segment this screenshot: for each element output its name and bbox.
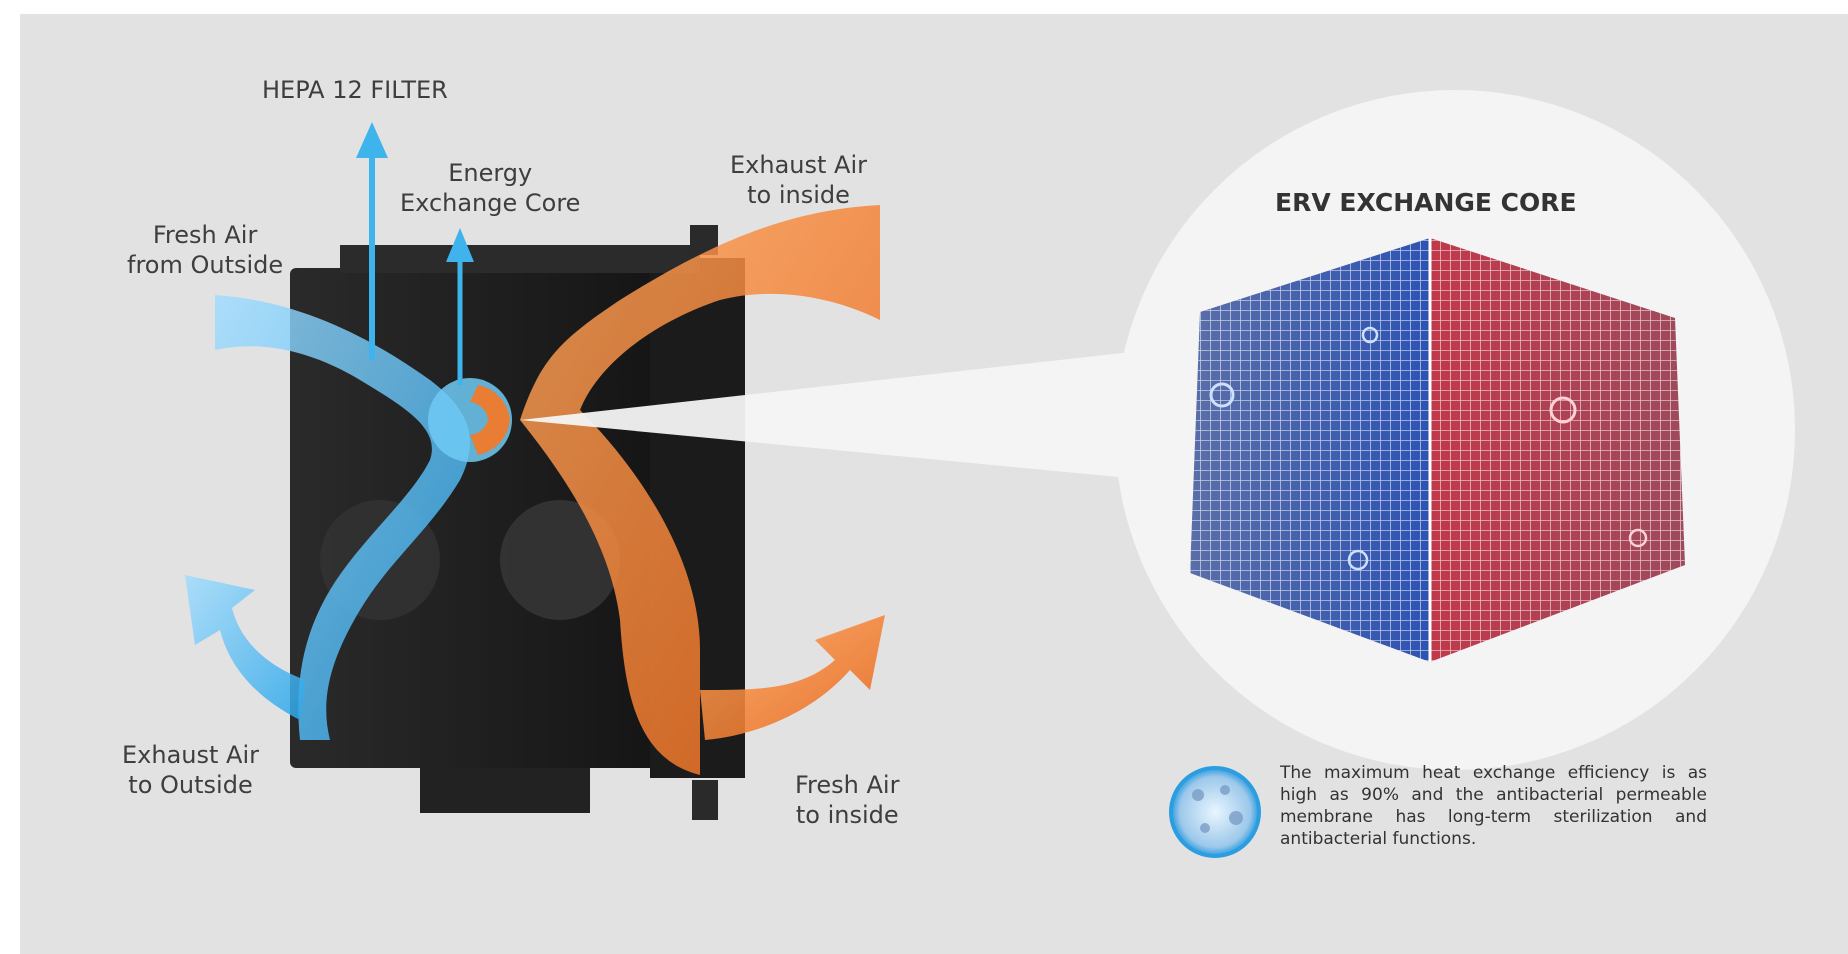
hepa-filter-arrow	[356, 122, 388, 360]
label-fresh-air-to-inside: Fresh Air to inside	[795, 771, 900, 829]
housing-top	[340, 245, 700, 273]
housing-bottom-duct	[420, 768, 590, 813]
membrane-badge-icon	[1169, 766, 1261, 858]
fresh-air-flow	[215, 295, 470, 740]
label-hepa-filter: HEPA 12 FILTER	[262, 76, 448, 104]
core-swirl-orange	[470, 385, 510, 455]
fan-right	[500, 500, 620, 620]
label-exhaust-air-to-outside: Exhaust Air to Outside	[122, 741, 259, 799]
bottom-connector	[692, 780, 718, 820]
core-droplet	[1209, 382, 1235, 408]
exhaust-air-flow	[520, 205, 880, 775]
erv-unit-illustration	[185, 122, 885, 820]
label-fresh-air-from-outside: Fresh Air from Outside	[127, 221, 284, 279]
exhaust-to-outside-arrow	[185, 575, 305, 720]
fresh-air-to-inside-arrow	[700, 615, 885, 740]
label-energy-core: Energy Exchange Core	[400, 159, 581, 217]
core-magnifier	[1115, 90, 1795, 770]
zoom-beam	[520, 350, 1150, 480]
label-exhaust-air-to-inside: Exhaust Air to inside	[730, 151, 867, 209]
energy-core-arrow	[446, 228, 474, 385]
core-callout-title: ERV EXCHANGE CORE	[1275, 188, 1577, 217]
core-callout-description: The maximum heat exchange efficiency is …	[1280, 763, 1707, 849]
